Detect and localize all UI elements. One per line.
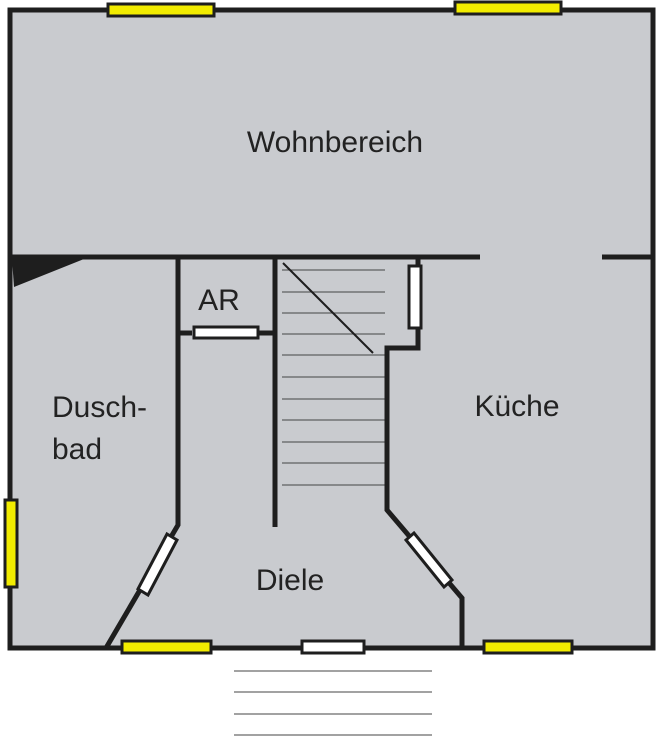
wall-duschbad: [103, 257, 181, 650]
window-bottom-right: [482, 639, 574, 655]
room-label-diele: Diele: [256, 564, 324, 597]
windows: [3, 0, 574, 655]
room-label-duschbad-line2: bad: [52, 433, 102, 466]
room-label-wohnbereich: Wohnbereich: [247, 126, 423, 159]
room-label-ar: AR: [198, 284, 240, 317]
stair-direction-line: [282, 262, 374, 354]
door-ar: [192, 325, 260, 340]
room-label-kueche: Küche: [474, 390, 559, 423]
wall-kueche: [384, 257, 465, 648]
window-top-right: [453, 0, 563, 16]
window-top-left: [106, 2, 216, 18]
window-left: [3, 498, 19, 589]
door-diele-kueche: [403, 530, 455, 590]
door-kueche: [407, 264, 423, 330]
door-swing-wedge: [12, 259, 84, 287]
window-bottom-left: [120, 639, 213, 655]
entrance-door: [300, 639, 366, 655]
entrance-steps: [234, 670, 432, 736]
door-duschbad: [136, 531, 179, 598]
floor-area: [10, 10, 653, 648]
room-label-duschbad-line1: Dusch-: [52, 391, 147, 424]
